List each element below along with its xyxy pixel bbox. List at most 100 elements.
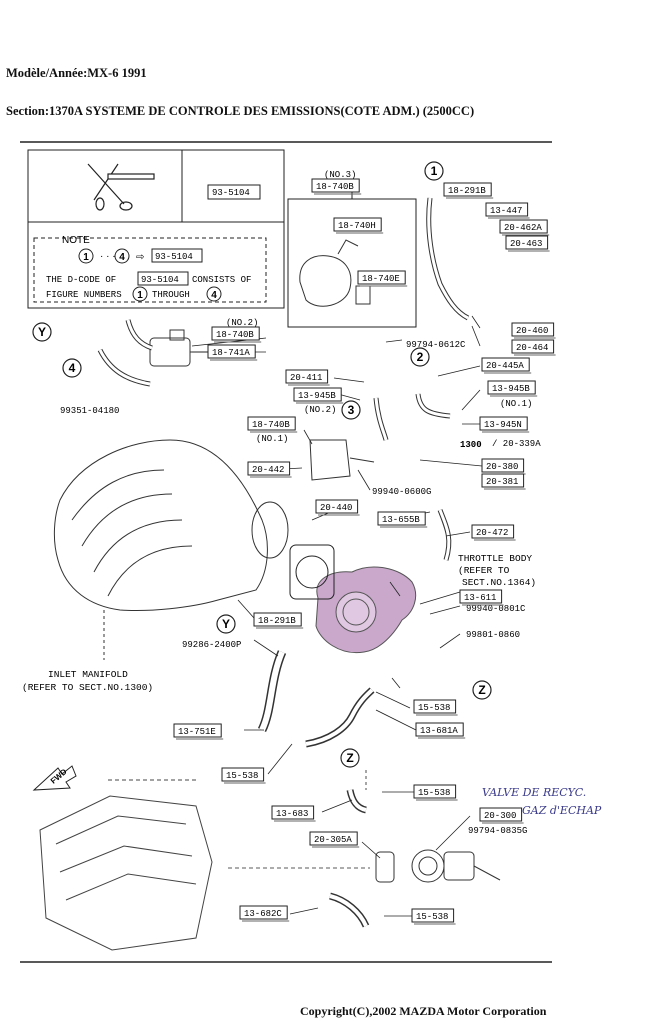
circled-marker-cy2: Y <box>216 614 236 634</box>
part-99940-0801c: 99940-0801C <box>466 604 526 614</box>
svg-text:Y: Y <box>222 617 230 631</box>
circled-marker-cy1: Y <box>32 322 52 342</box>
leader-lines <box>191 315 483 917</box>
part-box-15-538-c: 15-538 <box>413 784 458 801</box>
note-title: NOTE <box>62 235 90 246</box>
inlet-manifold-label-2: (REFER TO SECT.NO.1300) <box>22 682 153 693</box>
svg-text:20-462A: 20-462A <box>504 223 542 233</box>
part-box-20-472: 20-472 <box>471 524 516 541</box>
egr-valve <box>411 849 501 883</box>
svg-text:Z: Z <box>478 683 485 697</box>
svg-text:13-655B: 13-655B <box>382 515 420 525</box>
circled-marker-c4: 4 <box>62 358 82 378</box>
section-heading: Section:1370A SYSTEME DE CONTROLE DES EM… <box>6 104 475 118</box>
part-box-20-381: 20-381 <box>481 473 526 490</box>
throttle-body-label-3: SECT.NO.1364) <box>462 577 536 588</box>
part-box-18-740h: 18-740H <box>333 217 384 234</box>
svg-text:13-682C: 13-682C <box>244 909 282 919</box>
svg-text:20-411: 20-411 <box>290 373 322 383</box>
note-arrow-icon: ⇨ <box>136 252 144 263</box>
clip-pliers-icon <box>87 163 155 211</box>
part-99794-0835g: 99794-0835G <box>468 826 527 836</box>
svg-text:2: 2 <box>417 350 424 364</box>
svg-text:3: 3 <box>348 403 355 417</box>
part-box-20-460: 20-460 <box>511 322 556 339</box>
circled-marker-c1: 1 <box>424 161 444 181</box>
svg-text:18-291B: 18-291B <box>448 186 486 196</box>
part-box-20-442: 20-442 <box>247 461 292 478</box>
svg-text:20-460: 20-460 <box>516 326 548 336</box>
note-arrow-code: 93-5104 <box>155 252 193 262</box>
svg-text:15-538: 15-538 <box>418 788 450 798</box>
svg-text:20-445A: 20-445A <box>486 361 524 371</box>
model-year-heading: Modèle/Année:MX-6 1991 <box>6 66 147 80</box>
circled-marker-cz1: Z <box>472 680 492 700</box>
part-box-15-538-d: 15-538 <box>411 908 456 925</box>
svg-text:18-741A: 18-741A <box>212 348 250 358</box>
callout-no2-mid: (NO.2) <box>304 405 336 415</box>
circled-marker-c2: 2 <box>410 347 430 367</box>
svg-text:20-442: 20-442 <box>252 465 284 475</box>
svg-text:15-538: 15-538 <box>226 771 258 781</box>
svg-text:13-945B: 13-945B <box>298 391 336 401</box>
intake-manifold-drawing <box>53 439 289 660</box>
circled-marker-c3: 3 <box>341 400 361 420</box>
svg-text:20-440: 20-440 <box>320 503 352 513</box>
svg-text:13-751E: 13-751E <box>178 727 216 737</box>
note-line2-mid: THROUGH <box>152 290 190 300</box>
part-box-18-740b-top: 18-740B <box>311 178 362 195</box>
part-box-18-741a: 18-741A <box>207 344 258 361</box>
throttle-body-highlight <box>315 566 417 654</box>
note-line2-pre: FIGURE NUMBERS <box>46 290 122 300</box>
note-line2-from: 1 <box>137 290 143 301</box>
part-box-18-291b-low: 18-291B <box>253 612 304 629</box>
svg-text:4: 4 <box>69 361 76 375</box>
tool-note-frame <box>27 149 285 309</box>
svg-text:13-447: 13-447 <box>490 206 522 216</box>
note-line1-post: CONSISTS OF <box>192 275 251 285</box>
callout-1300: 1300 <box>460 440 482 450</box>
note-range-from-circle <box>78 248 94 264</box>
note-box <box>33 237 267 303</box>
note-line1-code: 93-5104 <box>141 275 179 285</box>
throttle-gasket <box>289 544 335 600</box>
note-content: NOTE 1 · · · 4 ⇨ 93-5104 THE D-CODE OF 9… <box>46 235 251 302</box>
callout-no1-left: (NO.1) <box>256 434 288 444</box>
solenoid-valve-no1 <box>309 439 375 481</box>
svg-text:20-381: 20-381 <box>486 477 518 487</box>
note-range-to: 4 <box>119 252 125 263</box>
part-box-18-740e: 18-740E <box>357 270 408 287</box>
callout-no2-top: (NO.2) <box>226 318 258 328</box>
svg-text:18-740H: 18-740H <box>338 221 376 231</box>
part-box-13-611: 13-611 <box>459 589 504 606</box>
svg-text:13-681A: 13-681A <box>420 726 458 736</box>
part-box-13-945b-left: 13-945B <box>293 387 344 404</box>
svg-text:18-740B: 18-740B <box>316 182 354 192</box>
part-box-15-538-b: 15-538 <box>221 767 266 784</box>
part-box-20-464: 20-464 <box>511 339 556 356</box>
part-box-20-300: 20-300 <box>479 807 524 824</box>
svg-text:13-945N: 13-945N <box>484 420 522 430</box>
handwritten-note: VALVE DE RECYC. GAZ d'ECHAP <box>482 786 602 817</box>
note-line2-to: 4 <box>211 290 217 301</box>
part-99794-0612c: 99794-0612C <box>406 340 466 350</box>
part-box-20-462a: 20-462A <box>499 219 550 236</box>
svg-text:13-683: 13-683 <box>276 809 308 819</box>
part-box-13-945b-right: 13-945B <box>487 380 538 397</box>
part-box-18-291b-top: 18-291B <box>443 182 494 199</box>
svg-text:18-740B: 18-740B <box>252 420 290 430</box>
part-box-20-411: 20-411 <box>285 369 330 386</box>
svg-text:20-472: 20-472 <box>476 528 508 538</box>
callout-no3: (NO.3) <box>324 170 356 180</box>
note-range-to-circle <box>114 248 130 264</box>
callout-no1-right: (NO.1) <box>500 399 532 409</box>
note-range-dots: · · · <box>100 251 116 262</box>
part-99940-0600g: 99940-0600G <box>372 487 431 497</box>
svg-text:15-538: 15-538 <box>418 703 450 713</box>
svg-text:20-380: 20-380 <box>486 462 518 472</box>
svg-text:13-611: 13-611 <box>464 593 496 603</box>
vacuum-hoses <box>97 197 470 928</box>
egr-gasket <box>375 851 395 883</box>
